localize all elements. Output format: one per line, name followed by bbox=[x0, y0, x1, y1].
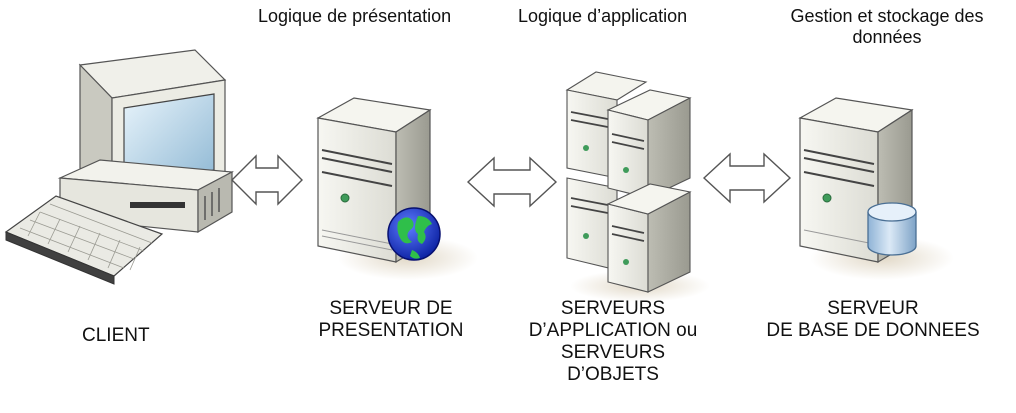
bidirectional-arrow-3 bbox=[702, 152, 792, 204]
globe-icon bbox=[387, 207, 441, 261]
database-server-label-line1: SERVEUR bbox=[827, 298, 919, 319]
bidirectional-arrow-1 bbox=[231, 154, 303, 206]
database-server-icon bbox=[798, 97, 954, 280]
database-cylinder-icon bbox=[867, 202, 917, 256]
database-server-label-line2: DE BASE DE DONNEES bbox=[766, 320, 980, 341]
client-computer-icon bbox=[4, 49, 235, 285]
presentation-server-icon bbox=[316, 97, 478, 280]
application-servers-label: SERVEURS D’APPLICATION ou SERVEURS D’OBJ… bbox=[502, 298, 724, 386]
presentation-server-label-line1: SERVEUR DE bbox=[329, 298, 453, 319]
bidirectional-arrow-2 bbox=[466, 156, 558, 208]
application-servers-icon bbox=[565, 71, 710, 302]
presentation-server-label: SERVEUR DE PRESENTATION bbox=[296, 298, 486, 342]
application-servers-label-line3: SERVEURS bbox=[560, 342, 666, 363]
tier-header-data-line1: Gestion et stockage des bbox=[790, 6, 984, 26]
application-servers-label-line1: SERVEURS bbox=[560, 298, 666, 319]
tier-header-presentation: Logique de présentation bbox=[258, 6, 452, 26]
application-servers-label-line2: D’APPLICATION ou bbox=[528, 320, 698, 341]
tier-header-data-line2: données bbox=[852, 27, 922, 47]
client-label: CLIENT bbox=[82, 325, 150, 346]
application-servers-label-line4: D’OBJETS bbox=[567, 364, 659, 385]
presentation-server-label-line2: PRESENTATION bbox=[318, 320, 464, 341]
database-server-label: SERVEUR DE BASE DE DONNEES bbox=[738, 298, 1008, 342]
tier-header-application: Logique d’application bbox=[518, 6, 688, 26]
tier-header-data: Gestion et stockage des données bbox=[758, 6, 1016, 48]
